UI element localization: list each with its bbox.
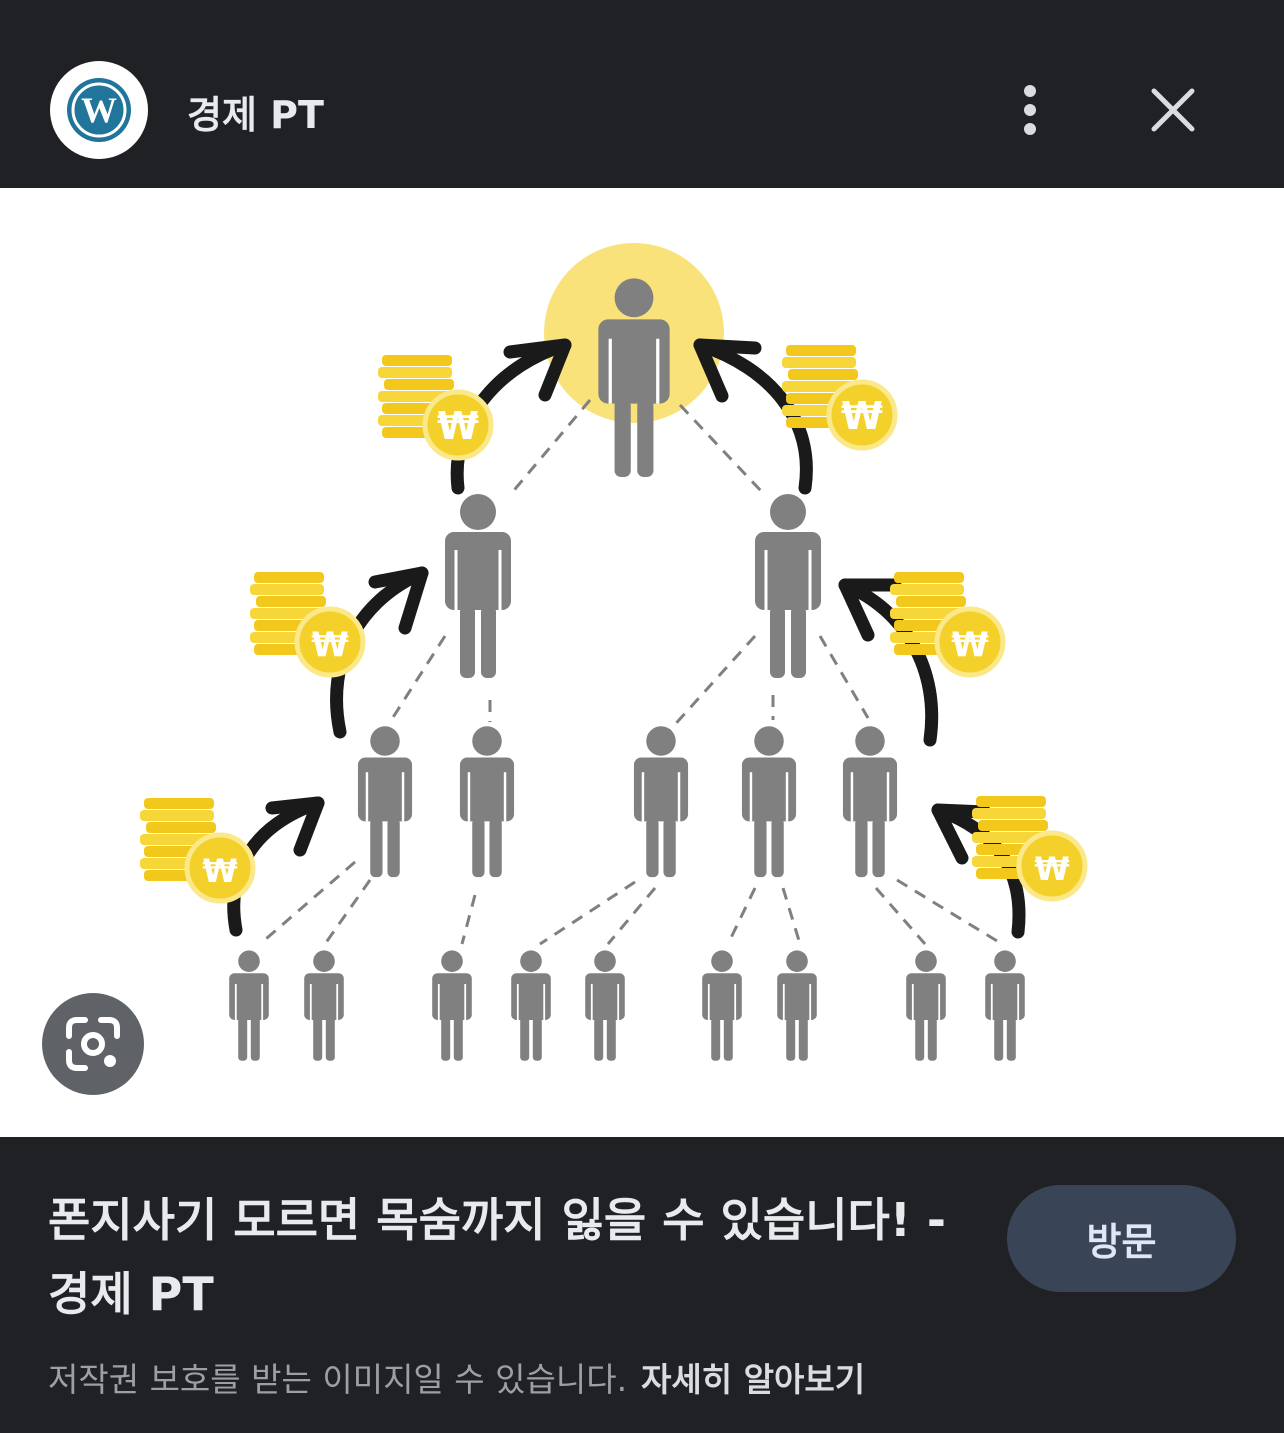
copyright-notice: 저작권 보호를 받는 이미지일 수 있습니다. 자세히 알아보기 (48, 1353, 865, 1401)
result-info: 폰지사기 모르면 목숨까지 잃을 수 있습니다! - 경제 PT 방문 저작권 … (0, 1137, 1284, 1433)
svg-text:₩: ₩ (841, 394, 883, 438)
page-title[interactable]: 폰지사기 모르면 목숨까지 잃을 수 있습니다! - 경제 PT (48, 1193, 946, 1321)
connection-lines (259, 399, 1003, 946)
close-button[interactable] (1138, 76, 1208, 144)
svg-text:₩: ₩ (202, 852, 237, 890)
site-name[interactable]: 경제 PT (187, 93, 324, 137)
svg-text:W: W (81, 90, 117, 130)
viewer-header: W 경제 PT (0, 0, 1284, 188)
ponzi-pyramid-illustration: ₩ ₩ ₩ ₩ ₩ ₩ (0, 243, 1284, 1062)
svg-text:₩: ₩ (1034, 850, 1069, 888)
svg-text:₩: ₩ (311, 625, 349, 665)
google-lens-button[interactable] (42, 993, 144, 1095)
copyright-notice-text: 저작권 보호를 받는 이미지일 수 있습니다. (48, 1360, 628, 1399)
more-vert-icon (1024, 85, 1036, 135)
svg-text:₩: ₩ (951, 625, 989, 665)
google-lens-icon (66, 1017, 120, 1071)
wordpress-logo-icon[interactable]: W (50, 61, 148, 159)
svg-text:₩: ₩ (437, 404, 479, 448)
close-icon (1151, 88, 1195, 132)
visit-button[interactable]: 방문 (1007, 1185, 1236, 1292)
more-options-button[interactable] (1000, 78, 1060, 142)
won-symbols: ₩ ₩ ₩ ₩ ₩ ₩ (202, 394, 1069, 890)
preview-image[interactable]: ₩ ₩ ₩ ₩ ₩ ₩ (0, 188, 1284, 1137)
learn-more-link[interactable]: 자세히 알아보기 (641, 1360, 866, 1399)
